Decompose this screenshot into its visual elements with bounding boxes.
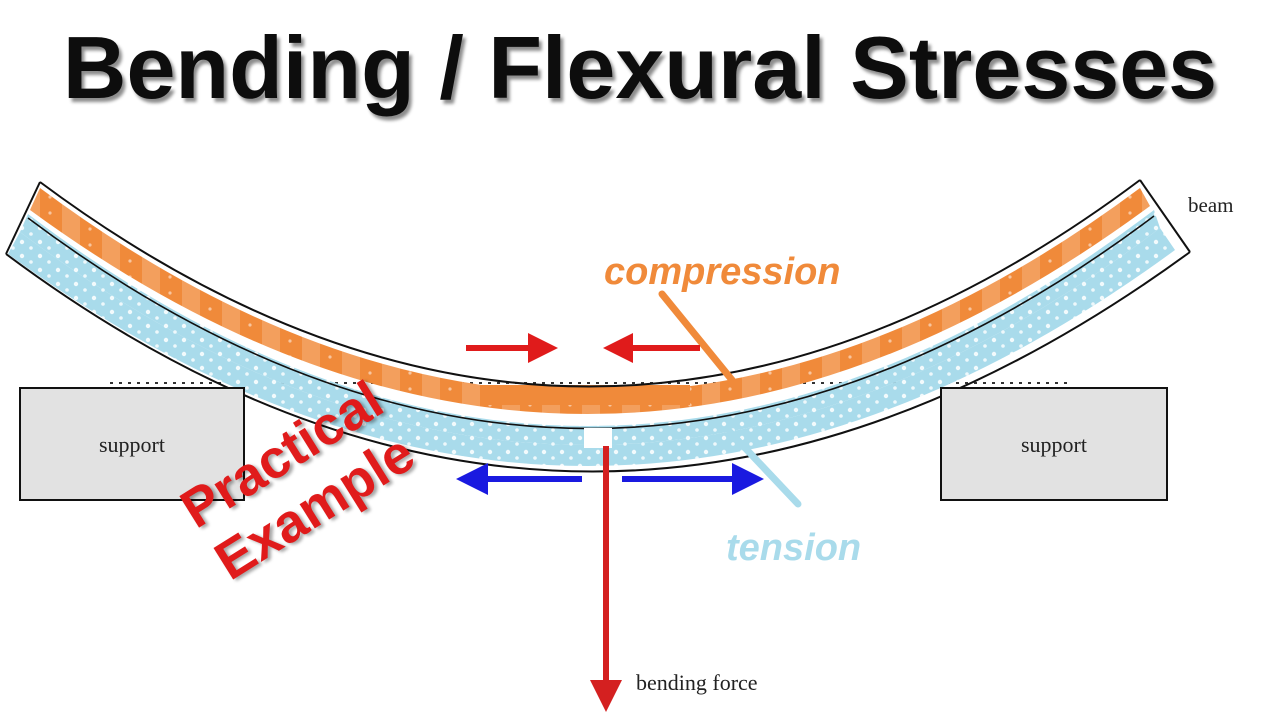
bending-force-arrow-head xyxy=(590,680,622,712)
beam-outline-bottom xyxy=(5,251,1191,473)
support-right-label: support xyxy=(1021,432,1087,457)
compression-arrow-right-head xyxy=(603,333,633,363)
beam-label: beam xyxy=(1188,193,1233,217)
tension-arrow-left-head xyxy=(456,463,488,495)
compression-arrow-left-head xyxy=(528,333,558,363)
compression-label: compression xyxy=(604,251,841,293)
load-point xyxy=(584,428,612,448)
support-left-label: support xyxy=(99,432,165,457)
tension-pointer xyxy=(726,428,802,508)
beam-end-right xyxy=(1139,179,1191,253)
tension-zone xyxy=(8,228,1175,467)
support-right xyxy=(940,387,1168,501)
bending-force-label: bending force xyxy=(636,670,758,695)
support-left xyxy=(19,387,245,501)
page-title: Bending / Flexural Stresses xyxy=(62,18,1218,117)
beam-outline-top xyxy=(39,179,1141,388)
compression-pointer xyxy=(658,290,736,384)
tension-label: tension xyxy=(726,527,861,569)
compression-core xyxy=(480,385,690,405)
beam-end-left xyxy=(5,181,41,255)
tension-zone-upper xyxy=(20,210,1160,446)
tension-arrow-right-head xyxy=(732,463,764,495)
compression-zone xyxy=(30,188,1150,415)
